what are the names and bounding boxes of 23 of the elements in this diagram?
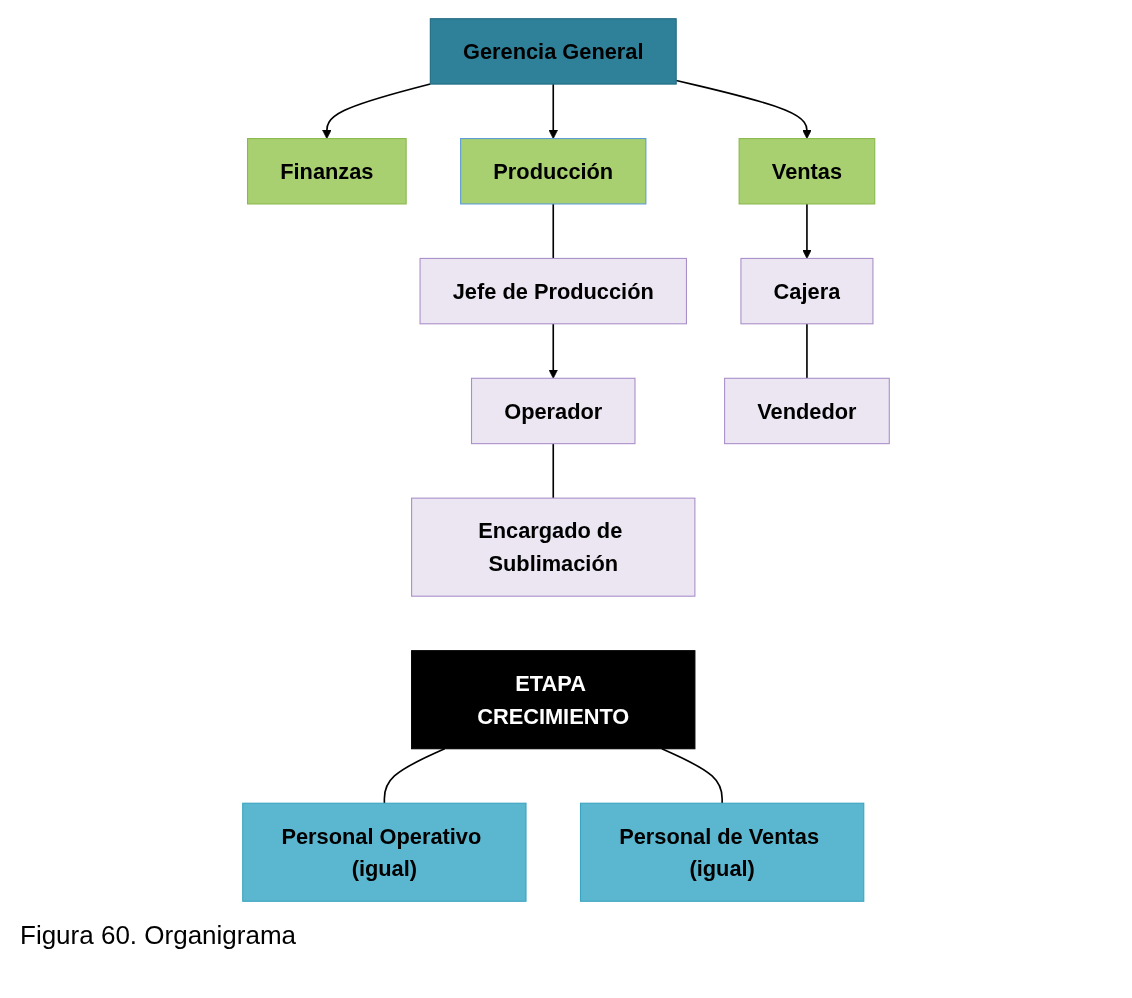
node-box: ETAPA CRECIMIENTO: [411, 650, 696, 750]
node-box: Cajera: [740, 257, 874, 325]
arrow: [322, 83, 432, 139]
node-box: Personal Operativo (igual): [242, 802, 527, 902]
arrow: [675, 79, 812, 139]
connector: [806, 323, 808, 380]
node-box: Producción: [460, 138, 647, 205]
connector: [552, 203, 555, 260]
arrow: [802, 203, 812, 259]
connector: [383, 747, 446, 805]
node-box: Gerencia General: [429, 18, 677, 85]
node-box: Vendedor: [724, 377, 890, 445]
node-box: Personal de Ventas (igual): [579, 802, 865, 902]
node-box: Ventas: [738, 138, 876, 205]
node-box: Finanzas: [247, 138, 407, 205]
connector: [661, 747, 723, 805]
node-box: Operador: [470, 377, 636, 445]
arrow: [548, 83, 559, 139]
connector: [552, 442, 555, 499]
arrow: [548, 323, 559, 379]
node-box: Encargado de Sublimación: [411, 497, 696, 597]
figure-caption: Figura 60. Organigrama: [20, 920, 298, 951]
node-box: Jefe de Producción: [419, 257, 687, 325]
